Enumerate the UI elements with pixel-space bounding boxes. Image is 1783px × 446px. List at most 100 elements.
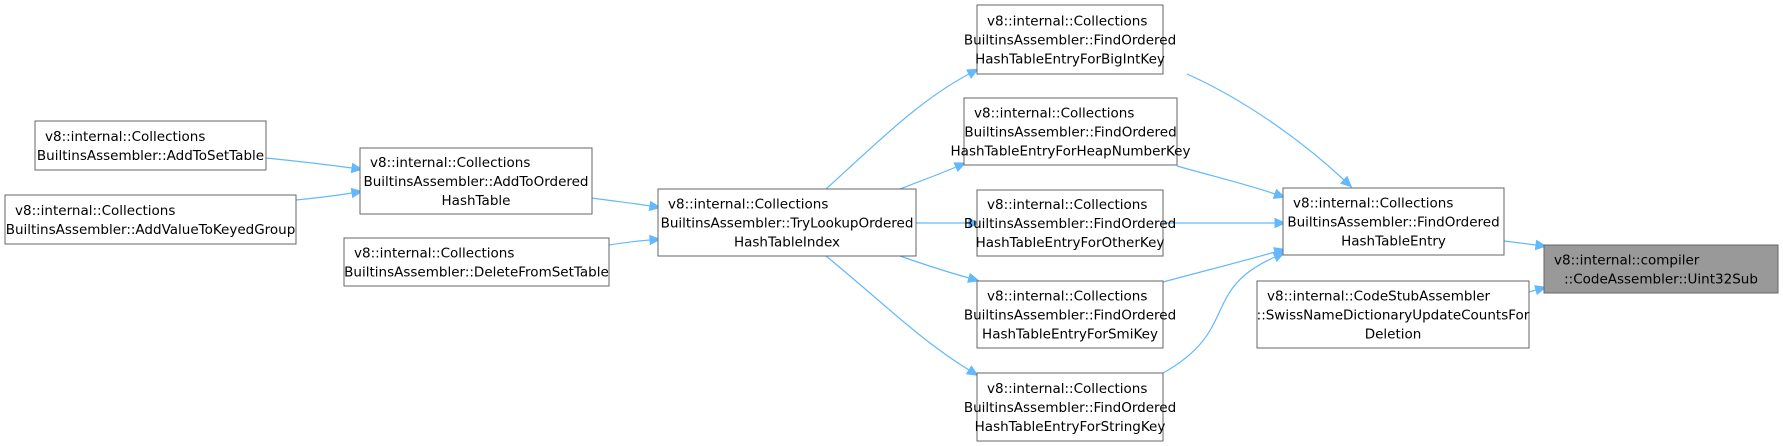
node-label-line: HashTableEntryForSmiKey bbox=[982, 327, 1158, 343]
node-label-line: v8::internal::compiler bbox=[1554, 253, 1700, 269]
node-label-line: HashTable bbox=[442, 193, 511, 209]
node-label-line: v8::internal::Collections bbox=[987, 381, 1147, 397]
edge-delete-set-to-trylookup bbox=[608, 234, 662, 246]
node-label-line: Deletion bbox=[1365, 327, 1422, 343]
node-label-line: v8::internal::Collections bbox=[15, 203, 175, 219]
arrowhead bbox=[350, 187, 364, 199]
node-label-line: v8::internal::Collections bbox=[974, 106, 1134, 122]
arrowhead bbox=[966, 68, 979, 79]
node-label-line: HashTableEntryForOtherKey bbox=[976, 235, 1165, 251]
edge-addvalue-keyed-to-addto-ordered bbox=[295, 187, 364, 201]
node-label-line: BuiltinsAssembler::AddValueToKeyedGroup bbox=[6, 222, 296, 238]
edge-line bbox=[265, 157, 353, 169]
node-delete-set[interactable]: v8::internal::CollectionsBuiltinsAssembl… bbox=[343, 237, 610, 287]
edge-line bbox=[1528, 289, 1537, 293]
node-label-line: BuiltinsAssembler::FindOrdered bbox=[1287, 215, 1499, 231]
edge-line bbox=[1186, 73, 1345, 181]
edge-line bbox=[608, 239, 651, 246]
arrowhead bbox=[967, 272, 980, 283]
edge-trylookup-to-heapnum bbox=[899, 162, 967, 190]
edge-swiss-to-uint32sub bbox=[1528, 285, 1547, 296]
node-label-line: v8::internal::Collections bbox=[987, 197, 1147, 213]
edge-line bbox=[1162, 251, 1276, 283]
arrowhead bbox=[965, 365, 979, 376]
edge-line bbox=[591, 197, 651, 207]
edge-smi-to-find-entry bbox=[1162, 247, 1286, 283]
node-label-line: v8::internal::Collections bbox=[987, 14, 1147, 30]
edge-find-entry-to-uint32sub bbox=[1503, 239, 1548, 251]
node-label-line: BuiltinsAssembler::FindOrdered bbox=[964, 125, 1176, 141]
node-box bbox=[359, 147, 593, 215]
edge-trylookup-to-bigint bbox=[825, 68, 979, 190]
node-label-line: BuiltinsAssembler::AddToOrdered bbox=[363, 174, 588, 190]
node-trylookup[interactable]: v8::internal::CollectionsBuiltinsAssembl… bbox=[657, 188, 917, 257]
node-label-line: HashTableEntryForHeapNumberKey bbox=[951, 144, 1191, 160]
edge-bigint-to-find-entry bbox=[1186, 73, 1353, 188]
arrowhead bbox=[1274, 217, 1287, 229]
edge-addto-set-to-addto-ordered bbox=[265, 157, 364, 174]
node-swiss[interactable]: v8::internal::CodeStubAssembler::SwissNa… bbox=[1256, 280, 1530, 349]
arrowhead bbox=[968, 217, 981, 229]
arrowhead bbox=[953, 162, 967, 173]
node-box bbox=[343, 237, 610, 287]
edge-string-to-find-entry bbox=[1162, 252, 1286, 374]
edge-other-to-find-entry bbox=[1163, 217, 1287, 229]
arrowhead bbox=[1272, 252, 1286, 263]
edge-trylookup-to-other bbox=[916, 217, 981, 229]
arrowhead bbox=[1272, 188, 1286, 199]
node-heapnum[interactable]: v8::internal::CollectionsBuiltinsAssembl… bbox=[951, 97, 1191, 166]
edge-line bbox=[825, 73, 970, 190]
node-label-line: v8::internal::Collections bbox=[1293, 196, 1453, 212]
node-label-line: BuiltinsAssembler::TryLookupOrdered bbox=[661, 216, 914, 232]
node-bigint[interactable]: v8::internal::CollectionsBuiltinsAssembl… bbox=[964, 4, 1176, 75]
edge-trylookup-to-string bbox=[825, 255, 979, 376]
node-label-line: v8::internal::Collections bbox=[370, 155, 530, 171]
node-find-entry[interactable]: v8::internal::CollectionsBuiltinsAssembl… bbox=[1282, 187, 1505, 256]
node-other[interactable]: v8::internal::CollectionsBuiltinsAssembl… bbox=[964, 189, 1176, 257]
arrowhead bbox=[648, 200, 662, 212]
node-addvalue-keyed[interactable]: v8::internal::CollectionsBuiltinsAssembl… bbox=[4, 194, 297, 245]
edge-line bbox=[1503, 240, 1537, 246]
edge-line bbox=[1162, 256, 1276, 374]
arrowhead bbox=[350, 162, 364, 174]
node-label-line: BuiltinsAssembler::FindOrdered bbox=[964, 216, 1176, 232]
node-label-line: BuiltinsAssembler::FindOrdered bbox=[964, 308, 1176, 324]
edge-heapnum-to-find-entry bbox=[1176, 165, 1286, 199]
node-box bbox=[1543, 244, 1779, 294]
edge-addto-ordered-to-trylookup bbox=[591, 197, 662, 212]
edge-line bbox=[899, 166, 957, 190]
node-label-line: BuiltinsAssembler::FindOrdered bbox=[964, 400, 1176, 416]
node-label-line: HashTableIndex bbox=[734, 235, 840, 251]
node-label-line: v8::internal::Collections bbox=[45, 129, 205, 145]
node-smi[interactable]: v8::internal::CollectionsBuiltinsAssembl… bbox=[964, 280, 1176, 349]
arrowhead bbox=[649, 234, 662, 246]
node-box bbox=[4, 194, 297, 245]
node-label-line: v8::internal::CodeStubAssembler bbox=[1267, 289, 1491, 305]
arrowhead bbox=[1534, 285, 1547, 296]
node-label-line: HashTableEntryForStringKey bbox=[975, 419, 1166, 435]
node-box bbox=[963, 97, 1178, 166]
arrowhead bbox=[1534, 239, 1548, 251]
node-string[interactable]: v8::internal::CollectionsBuiltinsAssembl… bbox=[964, 372, 1176, 442]
node-label-line: ::SwissNameDictionaryUpdateCountsFor bbox=[1257, 308, 1530, 324]
edge-line bbox=[1176, 165, 1276, 195]
edge-line bbox=[899, 255, 970, 279]
node-label-line: v8::internal::Collections bbox=[354, 246, 514, 262]
node-label-line: HashTableEntry bbox=[1341, 234, 1446, 250]
node-box bbox=[1282, 187, 1505, 256]
node-box bbox=[976, 372, 1164, 442]
edge-line bbox=[825, 255, 970, 371]
node-addto-set[interactable]: v8::internal::CollectionsBuiltinsAssembl… bbox=[34, 120, 267, 171]
node-label-line: BuiltinsAssembler::AddToSetTable bbox=[37, 148, 264, 164]
node-uint32sub: v8::internal::compiler::CodeAssembler::U… bbox=[1543, 244, 1779, 294]
node-label-line: v8::internal::Collections bbox=[987, 289, 1147, 305]
node-label-line: v8::internal::Collections bbox=[668, 197, 828, 213]
node-label-line: BuiltinsAssembler::DeleteFromSetTable bbox=[344, 265, 609, 281]
node-label-line: BuiltinsAssembler::FindOrdered bbox=[964, 33, 1176, 49]
edge-line bbox=[295, 192, 353, 201]
node-label-line: HashTableEntryForBigIntKey bbox=[975, 52, 1165, 68]
node-addto-ordered[interactable]: v8::internal::CollectionsBuiltinsAssembl… bbox=[359, 147, 593, 215]
node-box bbox=[976, 280, 1164, 349]
node-box bbox=[976, 4, 1164, 75]
